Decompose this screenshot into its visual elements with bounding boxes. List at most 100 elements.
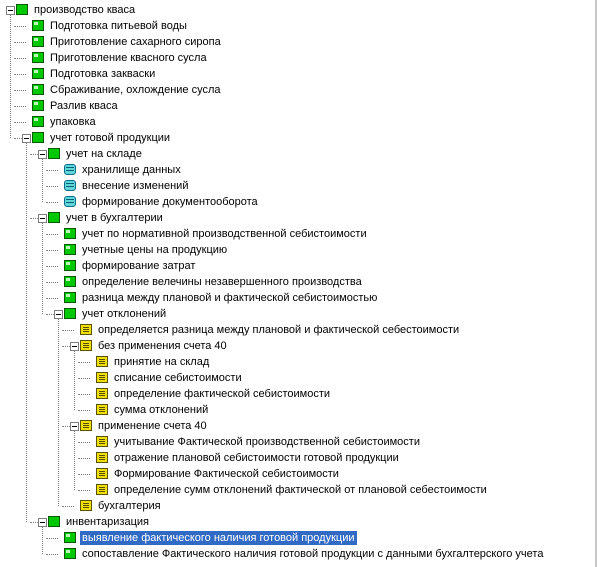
tree-node[interactable]: выявление фактического наличия готовой п…	[0, 530, 597, 546]
document-icon	[64, 548, 76, 559]
tree-node-label[interactable]: учет на складе	[66, 148, 142, 160]
tree-node[interactable]: бухгалтерия	[0, 498, 597, 514]
tree-node-label[interactable]: инвентаризация	[66, 516, 149, 528]
tree-connector	[14, 74, 26, 75]
tree-node-label[interactable]: Подготовка питьевой воды	[50, 20, 187, 32]
tree-node[interactable]: хранилище данных	[0, 162, 597, 178]
tree-node[interactable]: сопоставление Фактического наличия готов…	[0, 546, 597, 562]
tree-connector	[14, 58, 26, 59]
tree-node[interactable]: учет отклонений	[0, 306, 597, 322]
tree-node[interactable]: учет по нормативной производственной себ…	[0, 226, 597, 242]
tree-node-label[interactable]: без применения счета 40	[98, 340, 227, 352]
tree-node[interactable]: разница между плановой и фактической себ…	[0, 290, 597, 306]
tree-node-label[interactable]: бухгалтерия	[98, 500, 161, 512]
tree-node-label[interactable]: определяется разница между плановой и фа…	[98, 324, 460, 336]
tree-node-label[interactable]: сумма отклонений	[114, 404, 209, 416]
tree-node[interactable]: Формирование Фактической себистоимости	[0, 466, 597, 482]
tree-node[interactable]: учетные цены на продукцию	[0, 242, 597, 258]
document-icon	[32, 68, 44, 79]
tree-node[interactable]: учитывание Фактической производственной …	[0, 434, 597, 450]
tree-node[interactable]: упаковка	[0, 114, 597, 130]
tree-node[interactable]: определяется разница между плановой и фа…	[0, 322, 597, 338]
tree-node-label[interactable]: учитывание Фактической производственной …	[114, 436, 420, 448]
tree-node-label[interactable]: Приготовление сахарного сиропа	[50, 36, 221, 48]
note-icon	[80, 324, 92, 335]
tree-node-label[interactable]: упаковка	[50, 116, 96, 128]
tree-node[interactable]: Подготовка закваски	[0, 66, 597, 82]
document-icon	[32, 84, 44, 95]
tree-node[interactable]: определение сумм отклонений фактической …	[0, 482, 597, 498]
tree-node[interactable]: списание себистоимости	[0, 370, 597, 386]
document-icon	[32, 52, 44, 63]
tree-node[interactable]: принятие на склад	[0, 354, 597, 370]
tree-node-label[interactable]: принятие на склад	[114, 356, 210, 368]
tree-node[interactable]: учет готовой продукции	[0, 130, 597, 146]
tree-connector	[78, 490, 90, 491]
tree-connector	[78, 410, 90, 411]
tree-connector	[46, 170, 58, 171]
document-icon	[32, 116, 44, 127]
tree-node-label[interactable]: списание себистоимости	[114, 372, 242, 384]
note-icon	[96, 452, 108, 463]
tree-node-label[interactable]: определение велечины незавершенного прои…	[82, 276, 362, 288]
tree-node[interactable]: сумма отклонений	[0, 402, 597, 418]
tree-node-label[interactable]: выявление фактического наличия готовой п…	[80, 531, 357, 545]
tree-node-label[interactable]: формирование затрат	[82, 260, 196, 272]
tree-node-label[interactable]: определение фактической себистоимости	[114, 388, 331, 400]
tree-connector	[46, 250, 58, 251]
tree-node-label[interactable]: сопоставление Фактического наличия готов…	[82, 548, 544, 560]
tree-node-label[interactable]: учетные цены на продукцию	[82, 244, 228, 256]
tree-connector	[30, 522, 42, 523]
tree-node-label[interactable]: отражение плановой себистоимости готовой…	[114, 452, 399, 464]
note-icon	[96, 372, 108, 383]
tree-node[interactable]: производство кваса	[0, 2, 597, 18]
document-icon	[32, 100, 44, 111]
tree-node[interactable]: Подготовка питьевой воды	[0, 18, 597, 34]
tree-connector	[46, 538, 58, 539]
tree-node[interactable]: Разлив кваса	[0, 98, 597, 114]
tree-node-label[interactable]: Сбраживание, охлождение сусла	[50, 84, 221, 96]
tree-node-label[interactable]: Приготовление квасного сусла	[50, 52, 207, 64]
tree-node[interactable]: формирование документооборота	[0, 194, 597, 210]
tree-connector	[74, 430, 75, 490]
tree-node-label[interactable]: хранилище данных	[82, 164, 181, 176]
tree-node-label[interactable]: Разлив кваса	[50, 100, 118, 112]
tree-connector	[46, 234, 58, 235]
tree-node[interactable]: учет на складе	[0, 146, 597, 162]
tree-node-label[interactable]: учет в бухгалтерии	[66, 212, 163, 224]
tree-node-label[interactable]: формирование документооборота	[82, 196, 258, 208]
note-icon	[96, 484, 108, 495]
tree-node-label[interactable]: производство кваса	[34, 4, 136, 16]
tree-node-label[interactable]: определение сумм отклонений фактической …	[114, 484, 487, 496]
tree-node-label[interactable]: учет по нормативной производственной себ…	[82, 228, 367, 240]
tree-connector	[26, 142, 27, 522]
note-icon	[96, 436, 108, 447]
note-icon	[80, 500, 92, 511]
note-icon	[96, 404, 108, 415]
tree-node[interactable]: внесение изменений	[0, 178, 597, 194]
tree-node[interactable]: инвентаризация	[0, 514, 597, 530]
tree-node[interactable]: формирование затрат	[0, 258, 597, 274]
tree-node[interactable]: Сбраживание, охлождение сусла	[0, 82, 597, 98]
tree-node-label[interactable]: Подготовка закваски	[50, 68, 156, 80]
tree-connector	[62, 330, 74, 331]
tree-node[interactable]: учет в бухгалтерии	[0, 210, 597, 226]
folder-icon	[64, 308, 76, 319]
document-icon	[32, 36, 44, 47]
tree-node[interactable]: Приготовление квасного сусла	[0, 50, 597, 66]
document-icon	[64, 532, 76, 543]
tree-node-label[interactable]: учет отклонений	[82, 308, 167, 320]
tree-node-label[interactable]: применение счета 40	[98, 420, 207, 432]
tree-node[interactable]: определение велечины незавершенного прои…	[0, 274, 597, 290]
tree-node-label[interactable]: учет готовой продукции	[50, 132, 171, 144]
tree-node-label[interactable]: Формирование Фактической себистоимости	[114, 468, 339, 480]
tree-node[interactable]: применение счета 40	[0, 418, 597, 434]
tree-node[interactable]: отражение плановой себистоимости готовой…	[0, 450, 597, 466]
tree-node[interactable]: Приготовление сахарного сиропа	[0, 34, 597, 50]
tree-node[interactable]: определение фактической себистоимости	[0, 386, 597, 402]
tree-node-label[interactable]: разница между плановой и фактической себ…	[82, 292, 378, 304]
document-icon	[64, 292, 76, 303]
tree-node-label[interactable]: внесение изменений	[82, 180, 189, 192]
tree-node[interactable]: без применения счета 40	[0, 338, 597, 354]
